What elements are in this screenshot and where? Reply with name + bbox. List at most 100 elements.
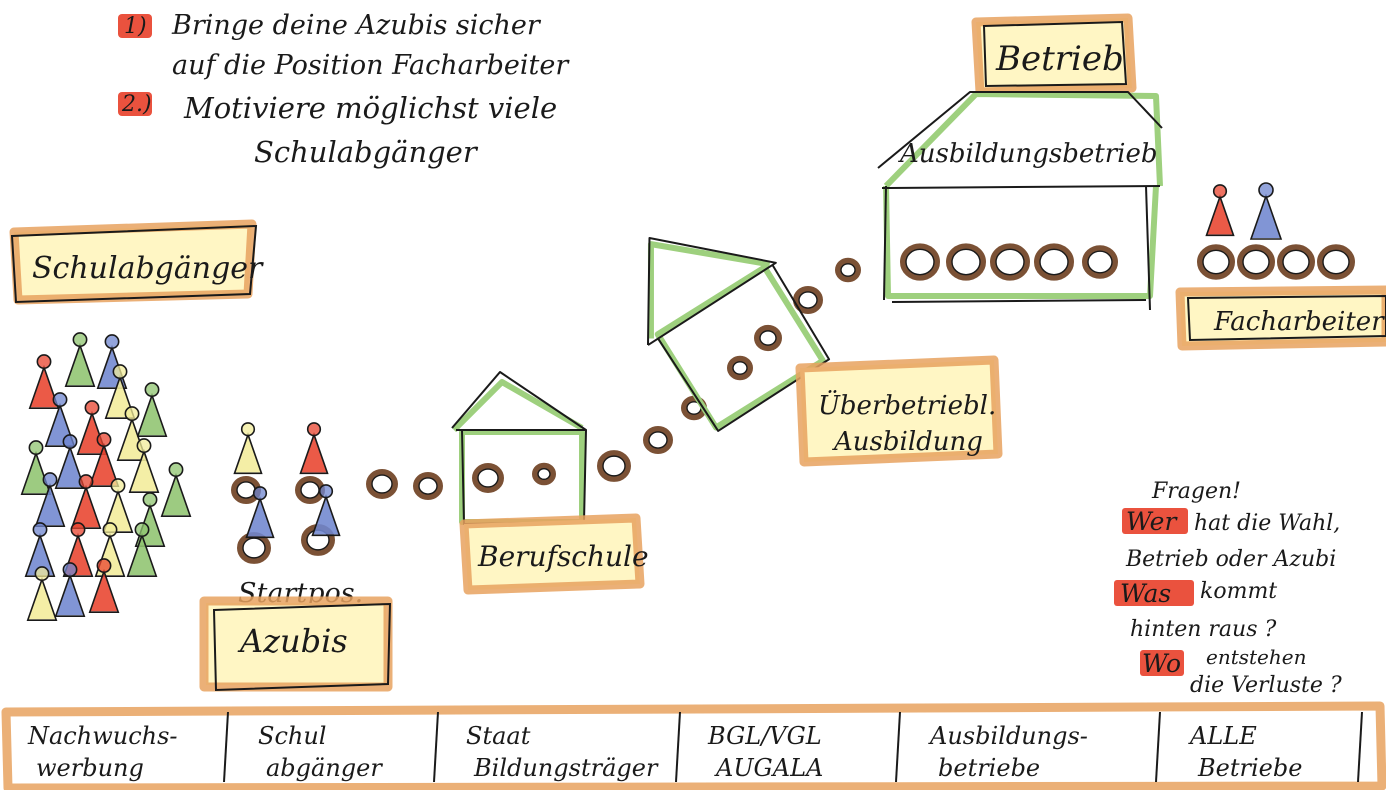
bar-divider bbox=[1357, 711, 1363, 783]
bar-cell-line1: Schul bbox=[258, 722, 326, 750]
bar-cell-line1: Staat bbox=[466, 722, 531, 750]
bar-cell-line2: abgänger bbox=[266, 754, 383, 782]
wer-highlight bbox=[1122, 508, 1188, 534]
coin bbox=[472, 463, 504, 493]
coin bbox=[1034, 243, 1074, 281]
ueberbetriebl-line1: Überbetriebl. bbox=[818, 389, 996, 421]
bar-divider bbox=[675, 711, 681, 783]
coin bbox=[1277, 244, 1315, 280]
betrieb-box: Betrieb bbox=[971, 13, 1137, 97]
coin bbox=[366, 469, 398, 499]
task2-line1: Motiviere möglichst viele bbox=[183, 91, 557, 125]
figure bbox=[1205, 184, 1235, 237]
facharbeiter-label: Facharbeiter bbox=[1213, 307, 1385, 337]
coin bbox=[754, 324, 782, 352]
coin bbox=[900, 243, 940, 281]
coin-path bbox=[366, 243, 1355, 501]
coin bbox=[532, 462, 556, 486]
coin bbox=[835, 257, 861, 283]
was-highlight bbox=[1114, 580, 1194, 606]
schulabgaenger-label: Schulabgänger bbox=[32, 251, 264, 286]
ueberbetriebl-house bbox=[646, 236, 831, 432]
figure bbox=[88, 558, 120, 613]
questions: Fragen! Wer hat die Wahl, Betrieb oder A… bbox=[1114, 479, 1342, 698]
figure bbox=[160, 462, 192, 517]
task1-number: 1) bbox=[124, 14, 147, 39]
ueberbetriebl-line2: Ausbildung bbox=[832, 427, 983, 457]
task2-line2: Schulabgänger bbox=[254, 135, 479, 169]
figure bbox=[311, 484, 341, 537]
figure bbox=[126, 522, 158, 577]
figure bbox=[26, 566, 58, 621]
q3-line2: die Verluste ? bbox=[1190, 673, 1342, 698]
figure bbox=[96, 334, 128, 389]
school-leaver-crowd bbox=[20, 332, 192, 621]
figure bbox=[299, 422, 329, 475]
q1-rest: hat die Wahl, bbox=[1194, 511, 1340, 536]
bar-cell-line1: Ausbildungs- bbox=[928, 722, 1088, 750]
bar-divider bbox=[895, 711, 901, 783]
schulabgaenger-box: Schulabgänger bbox=[9, 219, 264, 305]
figure bbox=[64, 332, 96, 387]
ausbildungsbetrieb-house: Ausbildungsbetrieb bbox=[877, 91, 1163, 311]
coin bbox=[1317, 244, 1355, 280]
azubi-figures bbox=[231, 422, 341, 564]
bar-cell-line1: BGL/VGL bbox=[707, 722, 822, 750]
ueberbetriebl-box: Überbetriebl. Ausbildung bbox=[795, 355, 1003, 467]
figure bbox=[20, 440, 52, 495]
coin bbox=[597, 450, 631, 482]
bar-cell-line1: ALLE bbox=[1188, 722, 1257, 750]
berufschule-box: Berufschule bbox=[459, 513, 649, 595]
task-list: 1) Bringe deine Azubis sicher auf die Po… bbox=[118, 10, 570, 169]
q2-highlight: Was bbox=[1120, 579, 1171, 608]
q1-highlight: Wer bbox=[1126, 507, 1178, 536]
azubis-box: Azubis bbox=[199, 596, 393, 692]
figure bbox=[54, 562, 86, 617]
figure bbox=[128, 438, 160, 493]
figure bbox=[104, 364, 136, 419]
coin bbox=[990, 243, 1030, 281]
figure bbox=[70, 474, 102, 529]
coin bbox=[793, 285, 823, 315]
bar-cell-line2: werbung bbox=[36, 754, 144, 782]
coin bbox=[1237, 244, 1275, 280]
task1-line1: Bringe deine Azubis sicher bbox=[171, 10, 542, 41]
ausbildungsbetrieb-label: Ausbildungsbetrieb bbox=[898, 139, 1158, 169]
q2-rest: kommt bbox=[1200, 579, 1277, 604]
figure bbox=[1249, 182, 1283, 240]
facharbeiter-figures bbox=[1205, 182, 1283, 240]
coin bbox=[1082, 245, 1118, 279]
bar-cell-line2: Bildungsträger bbox=[473, 754, 659, 782]
coin bbox=[727, 355, 753, 381]
bar-cell-line2: Betriebe bbox=[1197, 754, 1302, 782]
task1-line2: auf die Position Facharbeiter bbox=[172, 50, 570, 81]
figure bbox=[134, 492, 166, 547]
task2-marker bbox=[118, 92, 152, 116]
task2-number: 2.) bbox=[121, 92, 152, 117]
betrieb-label: Betrieb bbox=[995, 39, 1124, 79]
berufschule-house bbox=[451, 371, 587, 525]
figure bbox=[34, 472, 66, 527]
q2-line2: hinten raus ? bbox=[1130, 617, 1276, 642]
figure bbox=[102, 478, 134, 533]
coin bbox=[643, 425, 673, 455]
coin bbox=[946, 243, 986, 281]
coin bbox=[1197, 244, 1235, 280]
figure bbox=[88, 432, 120, 487]
bar-cell-line2: AUGALA bbox=[714, 754, 823, 782]
bar-cell-line1: Nachwuchs- bbox=[27, 722, 178, 750]
bar-divider bbox=[223, 711, 229, 783]
q1-line2: Betrieb oder Azubi bbox=[1125, 547, 1336, 572]
coin bbox=[237, 532, 271, 564]
figure bbox=[233, 422, 263, 475]
stakeholder-bar: Nachwuchs-werbung Schul abgänger StaatBildu… bbox=[1, 701, 1386, 790]
figure bbox=[136, 382, 168, 437]
figure bbox=[245, 486, 275, 539]
azubis-label: Azubis bbox=[237, 622, 348, 660]
task1-marker bbox=[118, 14, 152, 38]
figure bbox=[54, 434, 86, 489]
bar-cell-line2: betriebe bbox=[938, 754, 1040, 782]
bar-divider bbox=[433, 711, 439, 783]
berufschule-label: Berufschule bbox=[477, 540, 649, 573]
